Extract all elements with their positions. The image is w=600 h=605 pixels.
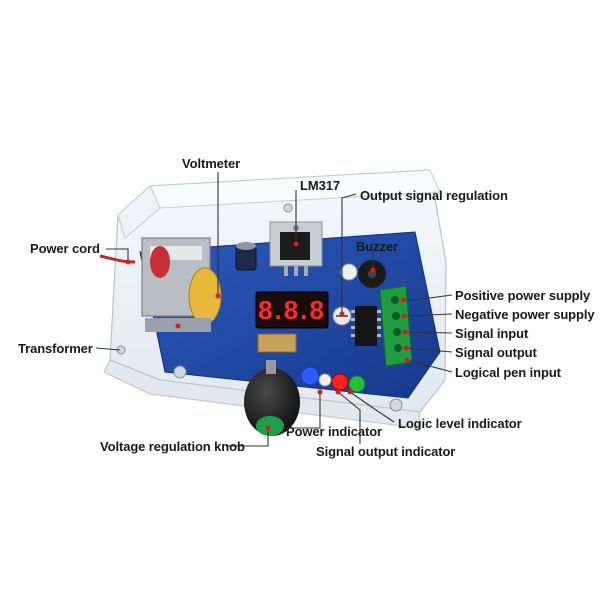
label-positive-power-supply: Positive power supply bbox=[455, 288, 591, 303]
knob-icon bbox=[244, 360, 300, 436]
label-lm317: LM317 bbox=[300, 178, 340, 193]
pot-bracket bbox=[257, 333, 297, 353]
ic-chip bbox=[351, 306, 381, 346]
display-digits: 8.8.8 bbox=[258, 295, 326, 325]
terminal-block-icon bbox=[379, 285, 413, 367]
label-negative-power-supply: Negative power supply bbox=[455, 307, 595, 322]
label-logical-pen-input: Logical pen input bbox=[455, 365, 561, 380]
label-voltage-regulation-knob: Voltage regulation knob bbox=[100, 439, 245, 454]
label-signal-output: Signal output bbox=[455, 345, 537, 360]
label-transformer: Transformer bbox=[18, 341, 93, 356]
power-cord bbox=[99, 254, 136, 264]
leader-lines bbox=[95, 172, 453, 447]
label-voltmeter: Voltmeter bbox=[182, 156, 241, 171]
buzzer-icon bbox=[340, 260, 386, 288]
label-power-cord: Power cord bbox=[30, 241, 100, 256]
label-signal-input: Signal input bbox=[455, 326, 529, 341]
label-logic-level-indicator: Logic level indicator bbox=[398, 416, 522, 431]
pointer-dots bbox=[125, 241, 410, 431]
label-buzzer: Buzzer bbox=[356, 239, 399, 254]
capacitor-icon bbox=[235, 242, 257, 271]
label-power-indicator: Power indicator bbox=[286, 424, 383, 439]
label-signal-output-indicator: Signal output indicator bbox=[316, 444, 456, 459]
voltmeter-display: 8.8.8 bbox=[255, 291, 329, 329]
case-screws bbox=[116, 203, 403, 412]
label-output-signal-regulation: Output signal regulation bbox=[360, 188, 508, 203]
led-icon bbox=[300, 366, 366, 393]
